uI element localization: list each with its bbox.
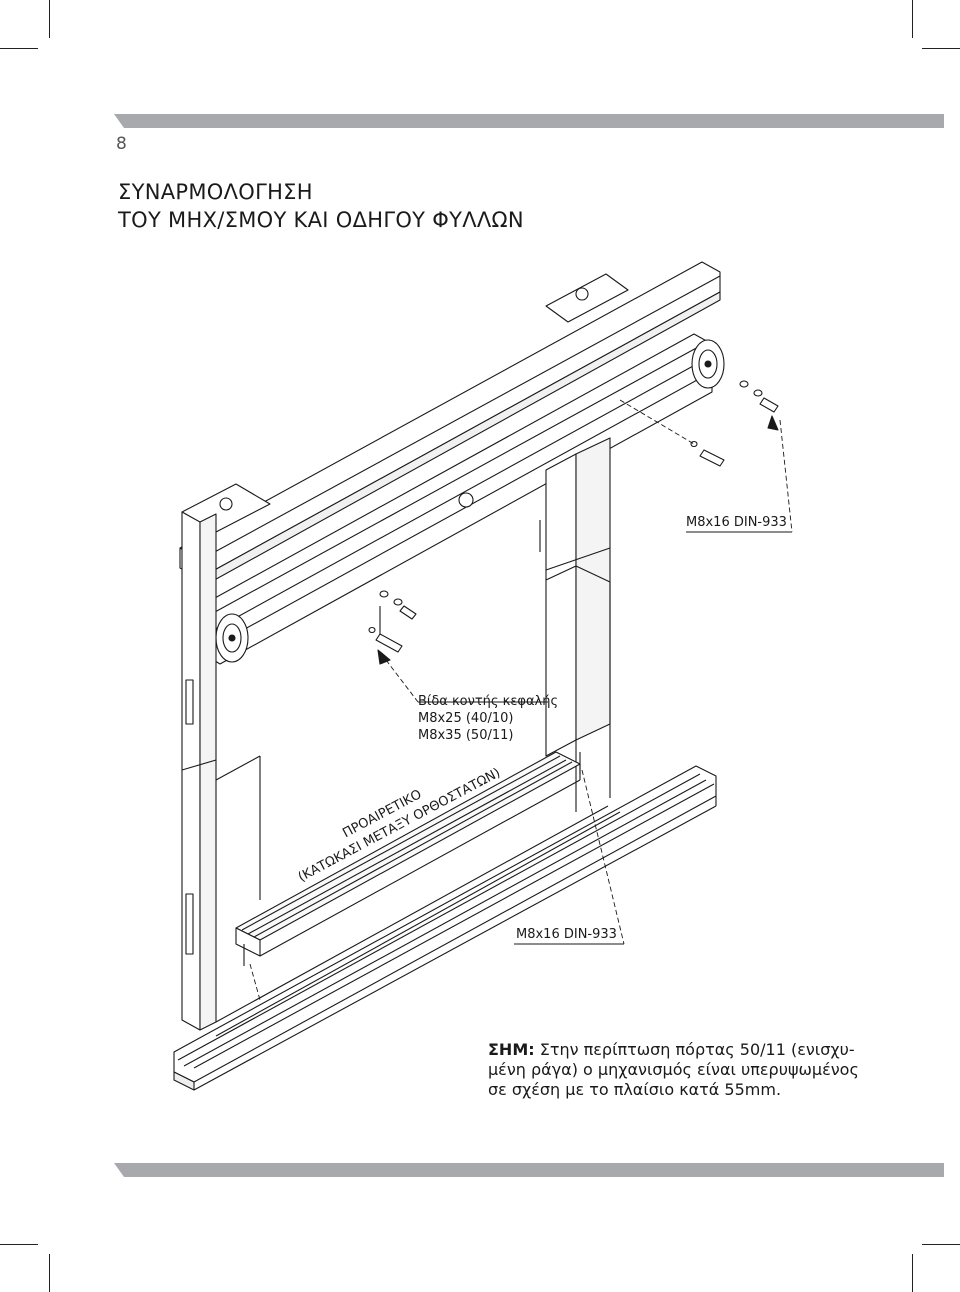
arrow-up-right — [767, 415, 779, 431]
callout-short-head: Βίδα κοντής κεφαλής M8x25 (40/10) M8x35 … — [418, 693, 558, 744]
crop-mark-top-left-vertical — [49, 0, 50, 38]
screw-set-right — [739, 380, 779, 413]
note-line-1: Στην περίπτωση πόρτας 50/11 (ενισχυ- — [539, 1040, 855, 1059]
callout-short-head-line1: M8x25 (40/10) — [418, 711, 514, 726]
arrow-up-left — [377, 649, 391, 665]
mechanism-track — [203, 333, 713, 665]
right-roller — [691, 339, 725, 389]
right-jamb — [545, 437, 611, 812]
note-line-2: μένη ράγα) ο μηχανισμός είναι υπερυψωμέν… — [488, 1060, 859, 1079]
page-title-line-2: ΤΟΥ ΜΗΧ/ΣΜΟΥ ΚΑΙ ΟΔΗΓΟΥ ΦΥΛΛΩΝ — [118, 208, 524, 232]
footer-accent-bar — [114, 1163, 944, 1177]
callout-bottom-screw: M8x16 DIN-933 — [516, 927, 617, 942]
crop-mark-bottom-left-vertical — [49, 1254, 50, 1292]
note-line-3: σε σχέση με το πλαίσιο κατά 55mm. — [488, 1080, 782, 1099]
optional-sill-label-2: (ΚΑΤΩΚΑΣΙ ΜΕΤΑΞΥ ΟΡΘΟΣΤΑΤΩΝ) — [296, 766, 503, 886]
screw-set-left — [368, 590, 417, 653]
assembly-note: ΣΗΜ: Στην περίπτωση πόρτας 50/11 (ενισχυ… — [488, 1040, 868, 1100]
crop-mark-bottom-left-horizontal — [0, 1244, 38, 1245]
optional-sill — [235, 751, 581, 957]
note-label: ΣΗΜ: — [488, 1040, 535, 1059]
callout-short-head-line2: M8x35 (50/11) — [418, 728, 514, 743]
crop-mark-bottom-right-horizontal — [922, 1244, 960, 1245]
sill-screws — [243, 752, 581, 966]
header-beam — [179, 261, 721, 589]
crop-mark-top-left-horizontal — [0, 48, 38, 49]
bottom-guide-rail — [173, 765, 717, 1091]
crop-mark-top-right-vertical — [912, 0, 913, 38]
callout-short-head-title: Βίδα κοντής κεφαλής — [418, 694, 559, 709]
page-number: 8 — [116, 134, 127, 154]
crop-mark-top-right-horizontal — [922, 48, 960, 49]
screw-set-center — [690, 440, 725, 467]
crop-mark-bottom-right-vertical — [912, 1254, 913, 1292]
left-jamb — [181, 511, 261, 1031]
callout-top-screw: M8x16 DIN-933 — [686, 515, 787, 530]
left-roller — [215, 613, 249, 663]
header-accent-bar — [114, 114, 944, 128]
page-title-line-1: ΣΥΝΑΡΜΟΛΟΓΗΣΗ — [118, 180, 313, 204]
page-title: ΣΥΝΑΡΜΟΛΟΓΗΣΗ ΤΟΥ ΜΗΧ/ΣΜΟΥ ΚΑΙ ΟΔΗΓΟΥ ΦΥ… — [118, 178, 524, 234]
